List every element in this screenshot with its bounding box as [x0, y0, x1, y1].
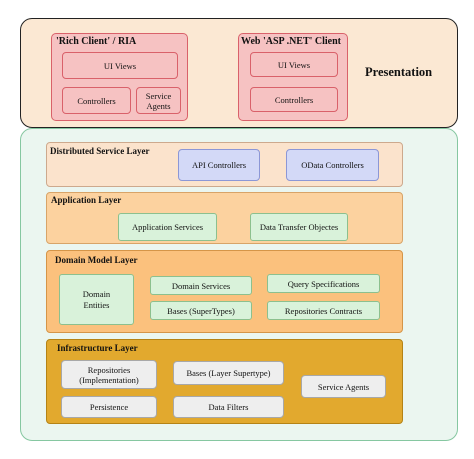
domain-model-layer-title: Domain Model Layer — [55, 255, 138, 265]
rich-client-controllers: Controllers — [62, 87, 131, 114]
distributed-service-layer-title: Distributed Service Layer — [50, 146, 150, 156]
data-filters-box: Data Filters — [173, 396, 284, 418]
repositories-implementation-box: Repositories (Implementation) — [61, 360, 157, 389]
web-client-controllers: Controllers — [250, 87, 338, 112]
odata-controllers-box: OData Controllers — [286, 149, 379, 181]
domain-services-box: Domain Services — [150, 276, 252, 295]
application-services-box: Application Services — [118, 213, 217, 241]
rich-client-ui-views: UI Views — [62, 52, 178, 79]
persistence-box: Persistence — [61, 396, 157, 418]
domain-entities-box: Domain Entities — [59, 274, 134, 325]
service-agents-box: Service Agents — [301, 375, 386, 398]
web-client-ui-views: UI Views — [250, 52, 338, 77]
infrastructure-layer-title: Infrastructure Layer — [57, 343, 138, 353]
application-layer-title: Application Layer — [51, 195, 122, 205]
rich-client-title: 'Rich Client' / RIA — [56, 36, 137, 47]
service-agents-line1: Service — [145, 90, 172, 101]
web-client-title: Web 'ASP .NET' Client — [241, 36, 342, 47]
service-agents-line2: Agents — [146, 100, 171, 111]
repositories-contracts-box: Repositories Contracts — [267, 301, 380, 320]
repositories-line1: Repositories — [87, 364, 131, 375]
data-transfer-objects-box: Data Transfer Objectes — [250, 213, 348, 241]
repositories-line2: (Implementation) — [79, 374, 139, 385]
presentation-title: Presentation — [365, 65, 433, 79]
bases-layer-supertype-box: Bases (Layer Supertype) — [173, 361, 284, 385]
domain-entities-line2: Entities — [83, 299, 110, 310]
domain-entities-line1: Domain — [82, 288, 111, 299]
api-controllers-box: API Controllers — [178, 149, 260, 181]
query-specifications-box: Query Specifications — [267, 274, 380, 293]
rich-client-service-agents: Service Agents — [136, 87, 181, 114]
bases-supertypes-box: Bases (SuperTypes) — [150, 301, 252, 320]
